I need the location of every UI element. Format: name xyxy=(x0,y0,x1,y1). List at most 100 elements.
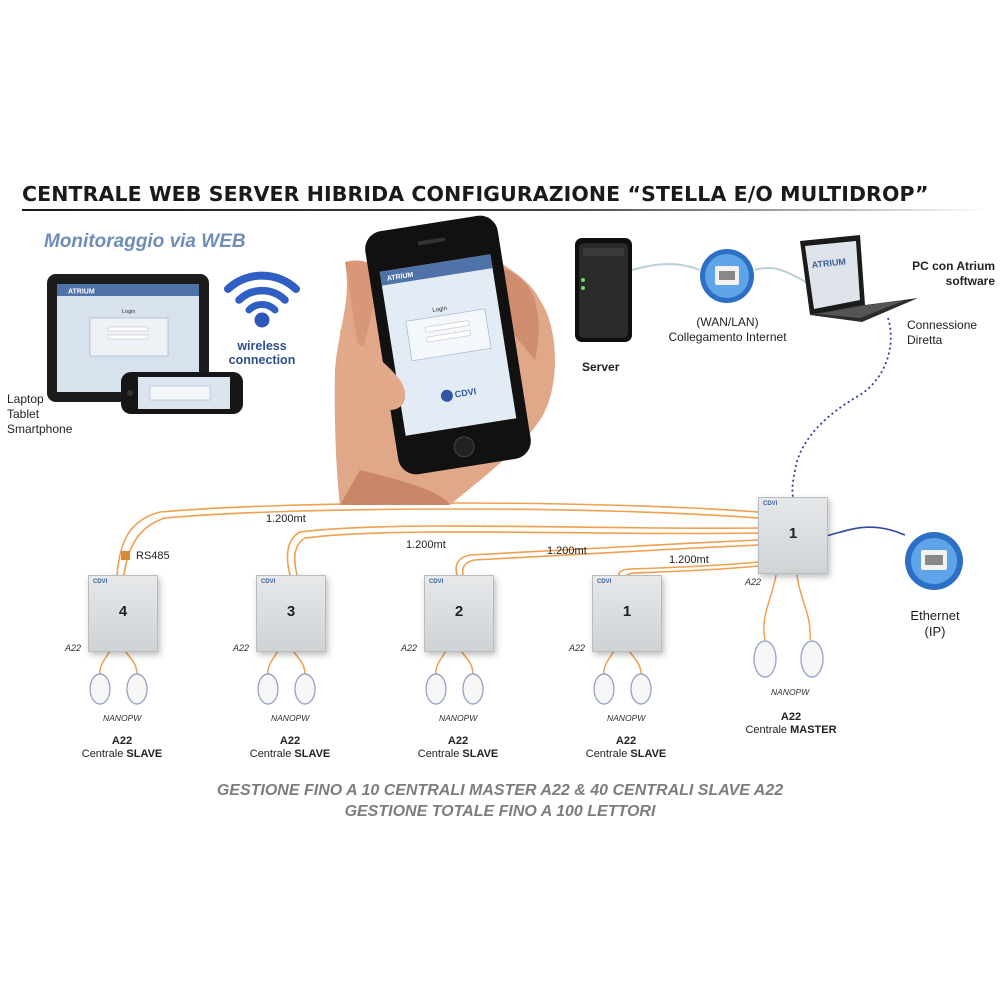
rs485-label: RS485 xyxy=(136,550,170,562)
slave-caption: A22 Centrale SLAVE xyxy=(398,735,518,761)
slave-model-label: A22 xyxy=(569,643,586,653)
wireless-label-line1: wireless xyxy=(237,339,287,353)
master-reader-label: NANOPW xyxy=(771,687,810,697)
cable-to-slave-3 xyxy=(286,525,759,576)
slave-panel-1: CDVI 1 xyxy=(592,575,662,652)
slave-caption-role-line: Centrale SLAVE xyxy=(398,748,518,761)
wifi-icon xyxy=(224,271,300,328)
footer-line-1: GESTIONE FINO A 10 CENTRALI MASTER A22 &… xyxy=(216,782,784,799)
panel-number: 4 xyxy=(118,603,128,620)
server-label: Server xyxy=(582,360,620,374)
ethernet-label-line2: (IP) xyxy=(924,624,946,639)
smartphone-small-icon xyxy=(121,372,243,414)
panel-number: 1 xyxy=(788,525,798,542)
devices-label: Laptop Tablet Smartphone xyxy=(7,392,72,437)
direct-connection-label: Connessione Diretta xyxy=(907,318,977,348)
tablet-brand: ATRIUM xyxy=(68,289,95,296)
ethernet-cable xyxy=(825,526,906,537)
slave-model-label: A22 xyxy=(233,643,250,653)
panel-logo: CDVI xyxy=(597,579,612,585)
slave-panel-4: CDVI 4 xyxy=(88,575,158,652)
distance-label: 1.200mt xyxy=(406,539,446,551)
slave-caption: A22 Centrale SLAVE xyxy=(566,735,686,761)
pc-label-line1: PC con Atrium xyxy=(912,259,995,273)
ethernet-label: Ethernet (IP) xyxy=(890,608,980,640)
cable-to-slave-2b xyxy=(461,544,759,576)
slave-caption-model: A22 xyxy=(111,735,133,747)
pc-label: PC con Atrium software xyxy=(880,259,995,289)
network-label-line2: Collegamento Internet xyxy=(668,330,787,344)
devices-label-laptop: Laptop xyxy=(7,392,44,406)
slave-caption-role: SLAVE xyxy=(630,748,667,760)
slave-caption-role-line: Centrale SLAVE xyxy=(62,748,182,761)
slave-caption-role: SLAVE xyxy=(294,748,331,760)
reader-icon xyxy=(593,673,652,705)
network-port-icon xyxy=(700,249,754,303)
slave-caption-role-line: Centrale SLAVE xyxy=(230,748,350,761)
master-caption-model: A22 xyxy=(780,711,802,723)
master-panel: CDVI 1 xyxy=(758,497,828,574)
title-underline xyxy=(22,209,987,211)
panel-number: 3 xyxy=(286,603,296,620)
slave-panel-2: CDVI 2 xyxy=(424,575,494,652)
panel-logo: CDVI xyxy=(429,579,444,585)
direct-connection-line1: Connessione xyxy=(907,318,978,332)
master-caption-role-line: Centrale MASTER xyxy=(731,724,851,737)
panel-number: 1 xyxy=(622,603,632,620)
tablet-icon: ATRIUM Login xyxy=(47,274,209,402)
distance-label: 1.200mt xyxy=(547,545,587,557)
master-caption: A22 Centrale MASTER xyxy=(731,711,851,737)
reader-icon xyxy=(753,640,824,678)
master-caption-prefix: Centrale xyxy=(745,724,791,736)
slave-reader-label: NANOPW xyxy=(439,713,478,723)
page-title: CENTRALE WEB SERVER HIBRIDA CONFIGURAZIO… xyxy=(22,182,929,206)
server-icon xyxy=(575,238,632,342)
cable-to-slave-1 xyxy=(618,561,759,577)
laptop-icon: ATRIUM xyxy=(800,235,918,322)
slave-model-label: A22 xyxy=(401,643,418,653)
network-label: (WAN/LAN) Collegamento Internet xyxy=(655,315,800,345)
slave-caption-model: A22 xyxy=(615,735,637,747)
panel-number: 2 xyxy=(454,603,464,620)
ethernet-label-line1: Ethernet xyxy=(910,608,960,623)
slave-caption-role: SLAVE xyxy=(126,748,163,760)
rs485-swatch xyxy=(121,551,130,560)
slave-panel-3: CDVI 3 xyxy=(256,575,326,652)
slave-caption-prefix: Centrale xyxy=(81,748,127,760)
slave-caption-model: A22 xyxy=(279,735,301,747)
slave-caption: A22 Centrale SLAVE xyxy=(230,735,350,761)
slave-reader-label: NANOPW xyxy=(607,713,646,723)
network-label-line1: (WAN/LAN) xyxy=(696,315,759,329)
phone-brand: ATRIUM xyxy=(386,272,414,283)
slave-reader-label: NANOPW xyxy=(103,713,142,723)
reader-icon xyxy=(89,673,148,705)
distance-label: 1.200mt xyxy=(266,513,306,525)
reader-icon xyxy=(257,673,316,705)
master-caption-role: MASTER xyxy=(790,724,837,736)
slave-reader-label: NANOPW xyxy=(271,713,310,723)
wireless-label-line2: connection xyxy=(228,353,296,367)
direct-connection-line2: Diretta xyxy=(907,333,943,347)
slave-caption-role: SLAVE xyxy=(462,748,499,760)
panel-logo: CDVI xyxy=(261,579,276,585)
cable-to-slave-3b xyxy=(293,531,759,576)
slave-caption-prefix: Centrale xyxy=(585,748,631,760)
devices-label-tablet: Tablet xyxy=(7,407,40,421)
direct-connection-line xyxy=(791,317,892,498)
slave-model-label: A22 xyxy=(65,643,82,653)
cable-to-slave-4 xyxy=(116,502,759,576)
devices-label-smartphone: Smartphone xyxy=(7,422,73,436)
slave-caption-model: A22 xyxy=(447,735,469,747)
subtitle: Monitoraggio via WEB xyxy=(44,231,246,252)
cable-to-slave-4b xyxy=(123,508,759,576)
slave-caption-prefix: Centrale xyxy=(249,748,295,760)
hand-with-phone-image: ATRIUM Login CDVI xyxy=(334,215,555,505)
footer-line-2: GESTIONE TOTALE FINO A 100 LETTORI xyxy=(344,803,656,820)
cable-to-slave-2 xyxy=(455,539,759,576)
distance-label: 1.200mt xyxy=(669,554,709,566)
laptop-brand: ATRIUM xyxy=(811,256,846,270)
phone-logo: CDVI xyxy=(454,386,477,399)
slave-caption: A22 Centrale SLAVE xyxy=(62,735,182,761)
